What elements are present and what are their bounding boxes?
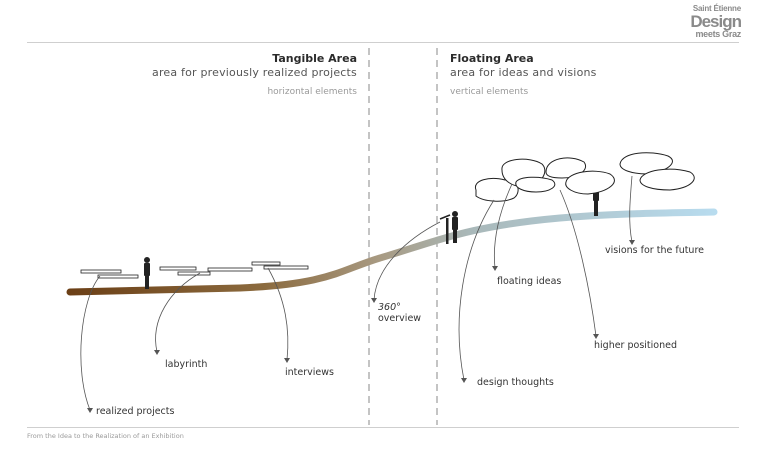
horizontal-elements <box>80 261 309 279</box>
tangible-area-tag: horizontal elements <box>267 87 357 97</box>
floating-area-title: Floating Area <box>450 52 534 65</box>
logo-line-1: Saint Étienne <box>692 4 741 13</box>
person-icon-tangible <box>144 257 150 289</box>
arrowheads <box>87 240 635 413</box>
logo: Saint Étienne Design meets Graz <box>690 4 742 39</box>
pointer-design-thoughts <box>458 199 495 381</box>
tangible-area-subtitle: area for previously realized projects <box>152 66 357 79</box>
pointer-interviews <box>267 267 289 361</box>
label-realized-projects: realized projects <box>96 406 175 417</box>
pointer-higher-positioned <box>559 189 597 337</box>
floating-clouds <box>474 152 695 202</box>
floating-area-tag: vertical elements <box>450 87 529 97</box>
pointer-realized-projects <box>80 275 101 411</box>
pointer-floating-ideas <box>494 183 513 269</box>
person-icon-overview <box>452 211 458 243</box>
tangible-area-title: Tangible Area <box>272 52 357 65</box>
label-overview-degrees: 360° <box>378 302 401 313</box>
pointer-lines <box>80 175 633 411</box>
label-interviews: interviews <box>285 367 334 378</box>
pointer-visions-future <box>629 175 633 243</box>
floating-area-subtitle: area for ideas and visions <box>450 66 597 79</box>
pointer-overview <box>373 221 441 301</box>
bottom-rule <box>27 427 739 428</box>
label-visions-future: visions for the future <box>605 245 704 256</box>
logo-line-3: meets Graz <box>695 29 741 39</box>
label-labyrinth: labyrinth <box>165 359 208 370</box>
overview-tower <box>439 214 451 244</box>
logo-line-2: Design <box>690 12 742 31</box>
pointer-labyrinth <box>155 272 201 353</box>
footer-caption: From the Idea to the Realization of an E… <box>27 432 184 440</box>
label-floating-ideas: floating ideas <box>497 276 562 287</box>
label-higher-positioned: higher positioned <box>594 340 677 351</box>
top-rule <box>27 42 739 43</box>
label-overview: overview <box>378 313 422 324</box>
human-figures <box>144 183 599 289</box>
label-design-thoughts: design thoughts <box>477 377 554 388</box>
